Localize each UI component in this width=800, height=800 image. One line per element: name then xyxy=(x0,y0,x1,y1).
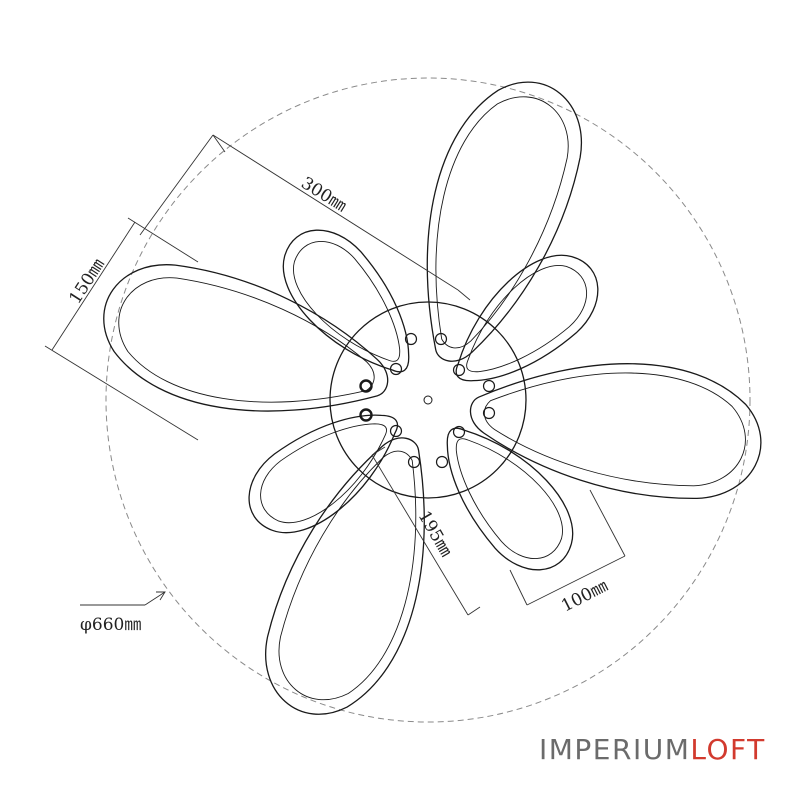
dimension-small-petal xyxy=(509,489,626,606)
large-blade-top xyxy=(380,60,604,382)
mounting-hole xyxy=(404,332,418,346)
mounting-hole xyxy=(482,406,496,420)
mounting-hole xyxy=(435,455,449,469)
small-petal-lower-right xyxy=(423,400,592,590)
label-small-petal: 100㎜ xyxy=(558,576,611,616)
dimension-overall-diameter xyxy=(80,591,166,606)
mounting-hole xyxy=(389,424,403,438)
mounting-hole-bold xyxy=(359,379,373,393)
mounting-hole xyxy=(452,425,466,439)
small-petal-upper-right xyxy=(428,236,618,405)
mounting-hole xyxy=(407,455,421,469)
mounting-hole-bold xyxy=(359,408,373,422)
mounting-hole xyxy=(482,379,496,393)
center-point xyxy=(423,395,433,405)
brand-secondary-text: LOFT xyxy=(690,733,766,766)
brand-logo: IMPERIUMLOFT xyxy=(539,733,766,766)
large-blade-right xyxy=(461,339,771,511)
label-overall-diameter: φ660㎜ xyxy=(80,615,141,635)
large-blade-left xyxy=(86,245,405,453)
label-blade-width: 150㎜ xyxy=(65,255,109,307)
dimension-blade-width xyxy=(44,217,199,441)
small-petal-upper-left xyxy=(264,210,433,400)
overall-diameter-circle xyxy=(105,77,751,723)
mounting-hole xyxy=(434,332,448,346)
hub-circle xyxy=(329,301,527,499)
label-blade-length: 300㎜ xyxy=(297,173,350,216)
dimension-hub-to-tip xyxy=(371,446,481,616)
mounting-hole xyxy=(389,362,403,376)
brand-primary-text: IMPERIUM xyxy=(539,733,691,766)
small-petal-lower-left xyxy=(230,391,423,551)
large-blade-bottom xyxy=(242,415,474,738)
mounting-holes xyxy=(359,332,496,469)
mounting-hole xyxy=(452,363,466,377)
label-hub-to-tip: 195㎜ xyxy=(414,508,456,561)
blades xyxy=(86,60,771,738)
dimension-blade-length xyxy=(139,134,471,301)
